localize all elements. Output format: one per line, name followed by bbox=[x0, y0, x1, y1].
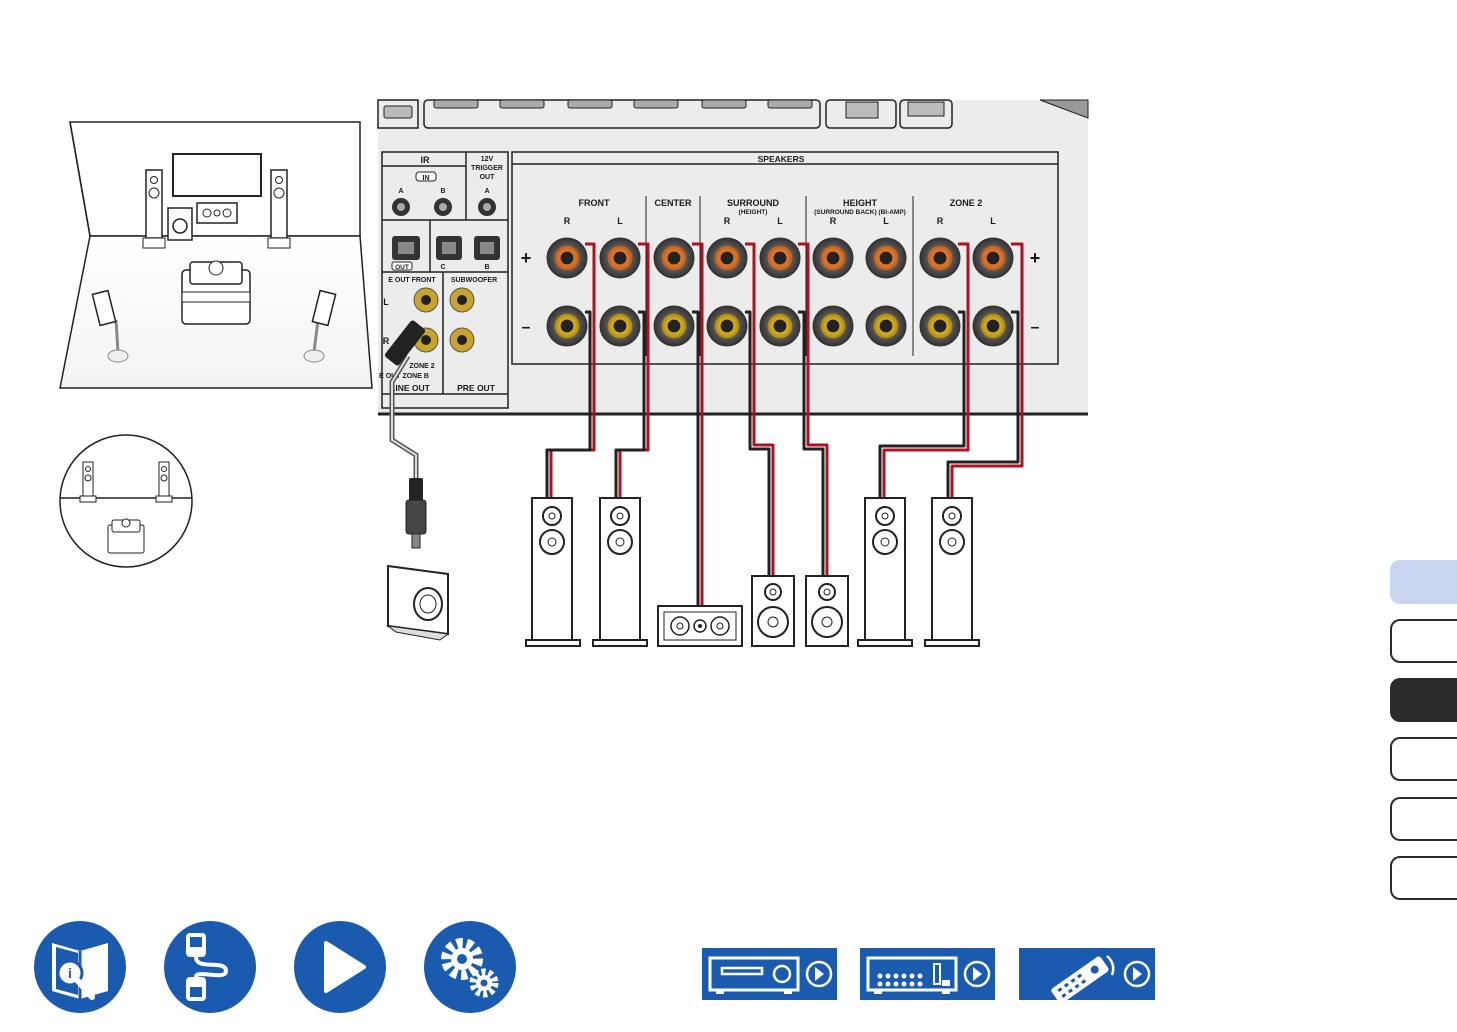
subwoofer-speaker-icon bbox=[388, 566, 448, 640]
center-group-label: CENTER bbox=[654, 198, 692, 208]
surround-l-label: L bbox=[777, 216, 783, 226]
c-label: C bbox=[440, 264, 445, 271]
side-tab-4[interactable] bbox=[1390, 737, 1457, 781]
center-speaker-icon bbox=[658, 606, 742, 646]
plus-left-label: + bbox=[521, 248, 532, 268]
ir-a-label: A bbox=[398, 188, 403, 195]
playback-icon bbox=[294, 921, 386, 1013]
ir-b-label: B bbox=[440, 188, 445, 195]
side-tab-2[interactable] bbox=[1390, 619, 1457, 663]
height-group-label: HEIGHT bbox=[843, 198, 878, 208]
room-subwoofer-icon bbox=[168, 208, 192, 240]
out-label: OUT bbox=[395, 264, 409, 271]
surround-left-speaker-icon bbox=[806, 576, 848, 646]
front-r-label: R bbox=[564, 216, 571, 226]
zone2-group-label: ZONE 2 bbox=[950, 198, 983, 208]
plus-right-label: + bbox=[1030, 248, 1041, 268]
svg-text:i: i bbox=[68, 965, 72, 981]
minus-right-label: – bbox=[1031, 319, 1040, 336]
front-group-label: FRONT bbox=[579, 198, 610, 208]
remote-control-icon bbox=[1019, 948, 1155, 1000]
playback-button[interactable] bbox=[294, 921, 386, 1013]
surround-r-label: R bbox=[724, 216, 731, 226]
room-front-left-speaker-icon bbox=[143, 170, 165, 248]
line-out-label: LINE OUT bbox=[390, 383, 430, 393]
line-out-l-label: L bbox=[383, 297, 389, 307]
surround-group-label: SURROUND bbox=[727, 198, 780, 208]
manual-search-icon: i bbox=[34, 921, 126, 1013]
side-tab-3[interactable] bbox=[1390, 678, 1457, 722]
room-sofa-icon bbox=[182, 261, 250, 324]
height-sub-label: (SURROUND BACK) (BI-AMP) bbox=[814, 209, 906, 216]
receiver-rear-panel: IR IN A B 12V TRIGGER OUT A OUT C B E OU… bbox=[378, 100, 1088, 414]
speakers-label: SPEAKERS bbox=[758, 154, 805, 164]
rear-panel-icon bbox=[860, 948, 995, 1000]
front-l-label: L bbox=[617, 216, 623, 226]
height-r-label: R bbox=[830, 216, 837, 226]
zone2-left-tower-speaker-icon bbox=[925, 498, 979, 646]
surround-right-speaker-icon bbox=[752, 576, 794, 646]
line-out-front-label: E OUT FRONT bbox=[388, 277, 436, 284]
side-tab-5[interactable] bbox=[1390, 797, 1457, 841]
zone-b-label: E OUT ZONE B bbox=[379, 373, 429, 380]
zone2-r-label: R bbox=[937, 216, 944, 226]
zone2-right-tower-speaker-icon bbox=[858, 498, 912, 646]
trigger-a-label: A bbox=[484, 188, 489, 195]
zone2-l-label: L bbox=[990, 216, 996, 226]
trigger-label-1: 12V bbox=[481, 156, 494, 163]
height-l-label: L bbox=[883, 216, 889, 226]
connection-button[interactable] bbox=[164, 921, 256, 1013]
minus-left-label: – bbox=[522, 319, 531, 336]
trigger-label-2: TRIGGER bbox=[471, 165, 503, 172]
manual-search-button[interactable]: i bbox=[34, 921, 126, 1013]
pre-out-label: PRE OUT bbox=[457, 383, 496, 393]
subwoofer-label: SUBWOOFER bbox=[451, 277, 497, 284]
front-panel-icon bbox=[702, 948, 837, 1000]
trigger-label-3: OUT bbox=[480, 174, 496, 181]
ir-label: IR bbox=[421, 155, 431, 165]
surround-sub-label: (HEIGHT) bbox=[739, 209, 768, 216]
room-center-speaker-icon bbox=[197, 203, 237, 223]
settings-button[interactable] bbox=[424, 921, 516, 1013]
ir-in-label: IN bbox=[423, 175, 430, 182]
line-out-r-label: R bbox=[383, 336, 390, 346]
room-front-right-speaker-icon bbox=[268, 170, 290, 248]
front-left-tower-speaker-icon bbox=[593, 498, 647, 646]
zone2-room-illustration bbox=[60, 435, 192, 567]
side-tab-1[interactable] bbox=[1390, 560, 1457, 604]
room-layout-illustration bbox=[60, 122, 372, 388]
negative-terminals-row bbox=[547, 306, 1013, 346]
b-label: B bbox=[484, 264, 489, 271]
cable-connection-icon bbox=[164, 921, 256, 1013]
front-right-tower-speaker-icon bbox=[526, 498, 580, 646]
rear-panel-button[interactable] bbox=[860, 948, 995, 1000]
settings-gears-icon bbox=[424, 921, 516, 1013]
front-panel-button[interactable] bbox=[702, 948, 837, 1000]
remote-control-button[interactable] bbox=[1019, 948, 1155, 1000]
zone2-line-label: ZONE 2 bbox=[409, 363, 434, 370]
positive-terminals-row bbox=[547, 238, 1013, 278]
side-tab-6[interactable] bbox=[1390, 856, 1457, 900]
